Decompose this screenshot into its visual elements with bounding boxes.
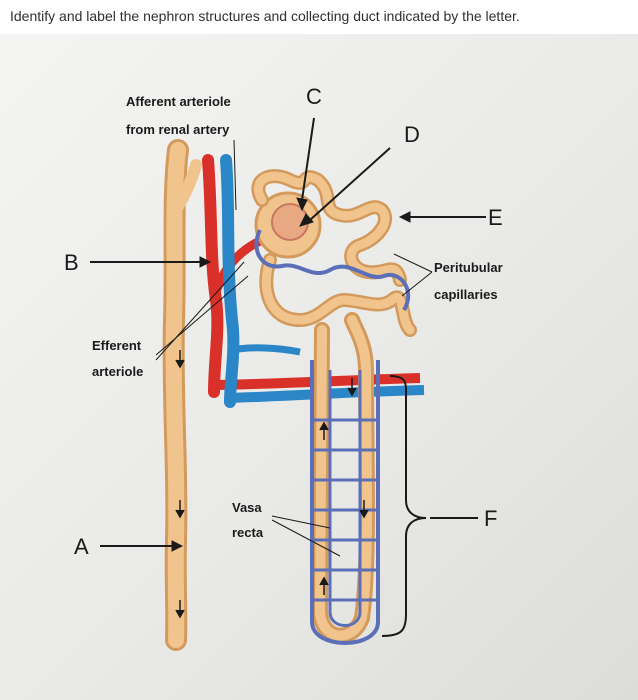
proximal-tubule-fill: [253, 171, 405, 285]
label-peritubular-line2: capillaries: [434, 287, 498, 302]
letter-d: D: [404, 122, 420, 147]
pointer-c: [301, 117, 315, 201]
letter-a: A: [74, 534, 89, 559]
label-vasa-line2: recta: [232, 525, 264, 540]
collecting-duct-branch: [170, 159, 202, 216]
letter-b: B: [64, 250, 79, 275]
loop-of-henle-fill: [314, 315, 372, 641]
afferent-artery: [202, 154, 224, 398]
vein-branch: [231, 344, 301, 356]
pointer-vasa-1: [271, 515, 331, 529]
flow-arrows: [175, 350, 369, 619]
vasa-recta-inner: [328, 370, 362, 627]
label-afferent-line1: Afferent arteriole: [126, 94, 231, 109]
distal-tubule-fill: [261, 255, 415, 335]
label-vasa-line1: Vasa: [232, 500, 262, 515]
pointer-lines: [90, 117, 486, 557]
pointer-d: [309, 147, 391, 221]
bracket-f: [381, 375, 427, 637]
pointer-vasa-2: [271, 519, 341, 557]
renal-vein: [220, 154, 240, 408]
letter-c: C: [306, 84, 322, 109]
pointer-afferent: [233, 139, 237, 211]
letter-e: E: [488, 205, 503, 230]
vasa-recta-rungs: [312, 418, 378, 602]
peritubular-capillaries: [254, 229, 411, 312]
collecting-duct-fill: [165, 142, 186, 648]
question-text: Identify and label the nephron structure…: [10, 8, 520, 24]
vasa-recta: [310, 360, 380, 645]
pointer-efferent: [155, 275, 249, 356]
pointer-efferent-2: [155, 261, 245, 361]
letter-f: F: [484, 506, 497, 531]
pointer-peritubular-2: [401, 271, 433, 297]
label-efferent-line1: Efferent: [92, 338, 142, 353]
pointer-peritubular-1: [393, 253, 433, 273]
label-afferent-line2: from renal artery: [126, 122, 230, 137]
label-efferent-line2: arteriole: [92, 364, 143, 379]
label-peritubular-line1: Peritubular: [434, 260, 503, 275]
